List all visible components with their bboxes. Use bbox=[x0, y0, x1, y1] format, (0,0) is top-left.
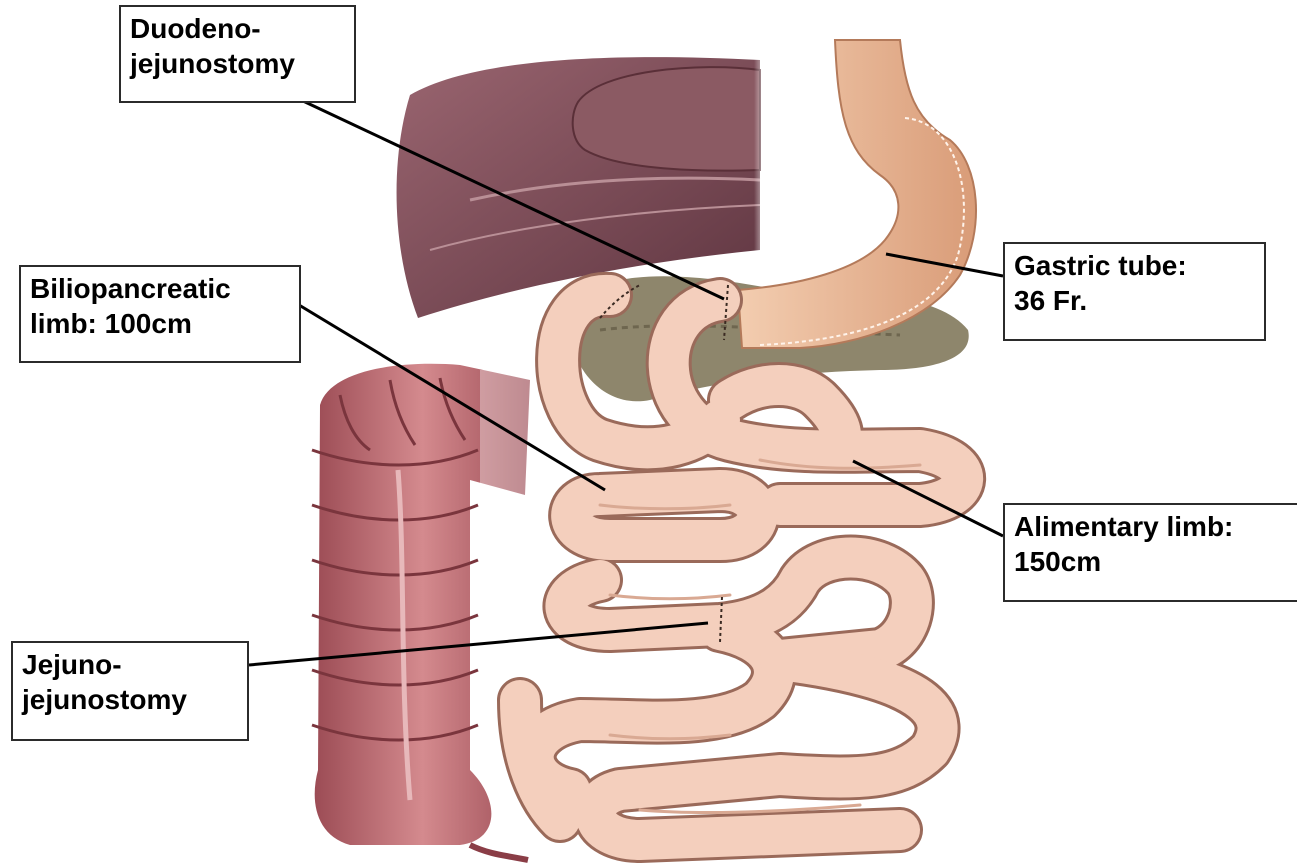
biliopancreatic-limb-label: Biliopancreatic limb: 100cm bbox=[19, 265, 301, 363]
jejuno-jejunostomy-label-line2: jejunostomy bbox=[22, 682, 238, 717]
duodeno-jejunostomy-label-line1: Duodeno- bbox=[130, 11, 345, 46]
gastric-tube bbox=[738, 40, 976, 348]
alimentary-limb-label: Alimentary limb: 150cm bbox=[1003, 503, 1297, 602]
small-bowel bbox=[520, 295, 963, 840]
duodeno-jejunostomy-label: Duodeno- jejunostomy bbox=[119, 5, 356, 103]
alimentary-limb-label-line1: Alimentary limb: bbox=[1014, 509, 1288, 544]
jejuno-jejunostomy-label: Jejuno- jejunostomy bbox=[11, 641, 249, 741]
biliopancreatic-limb-label-line1: Biliopancreatic bbox=[30, 271, 290, 306]
colon bbox=[312, 364, 540, 860]
gastric-tube-label-line2: 36 Fr. bbox=[1014, 283, 1255, 318]
biliopancreatic-limb-label-line2: limb: 100cm bbox=[30, 306, 290, 341]
gastric-tube-label-line1: Gastric tube: bbox=[1014, 248, 1255, 283]
gastric-tube-label: Gastric tube: 36 Fr. bbox=[1003, 242, 1266, 341]
duodeno-jejunostomy-label-line2: jejunostomy bbox=[130, 46, 345, 81]
alimentary-limb-label-line2: 150cm bbox=[1014, 544, 1288, 579]
jejuno-jejunostomy-label-line1: Jejuno- bbox=[22, 647, 238, 682]
